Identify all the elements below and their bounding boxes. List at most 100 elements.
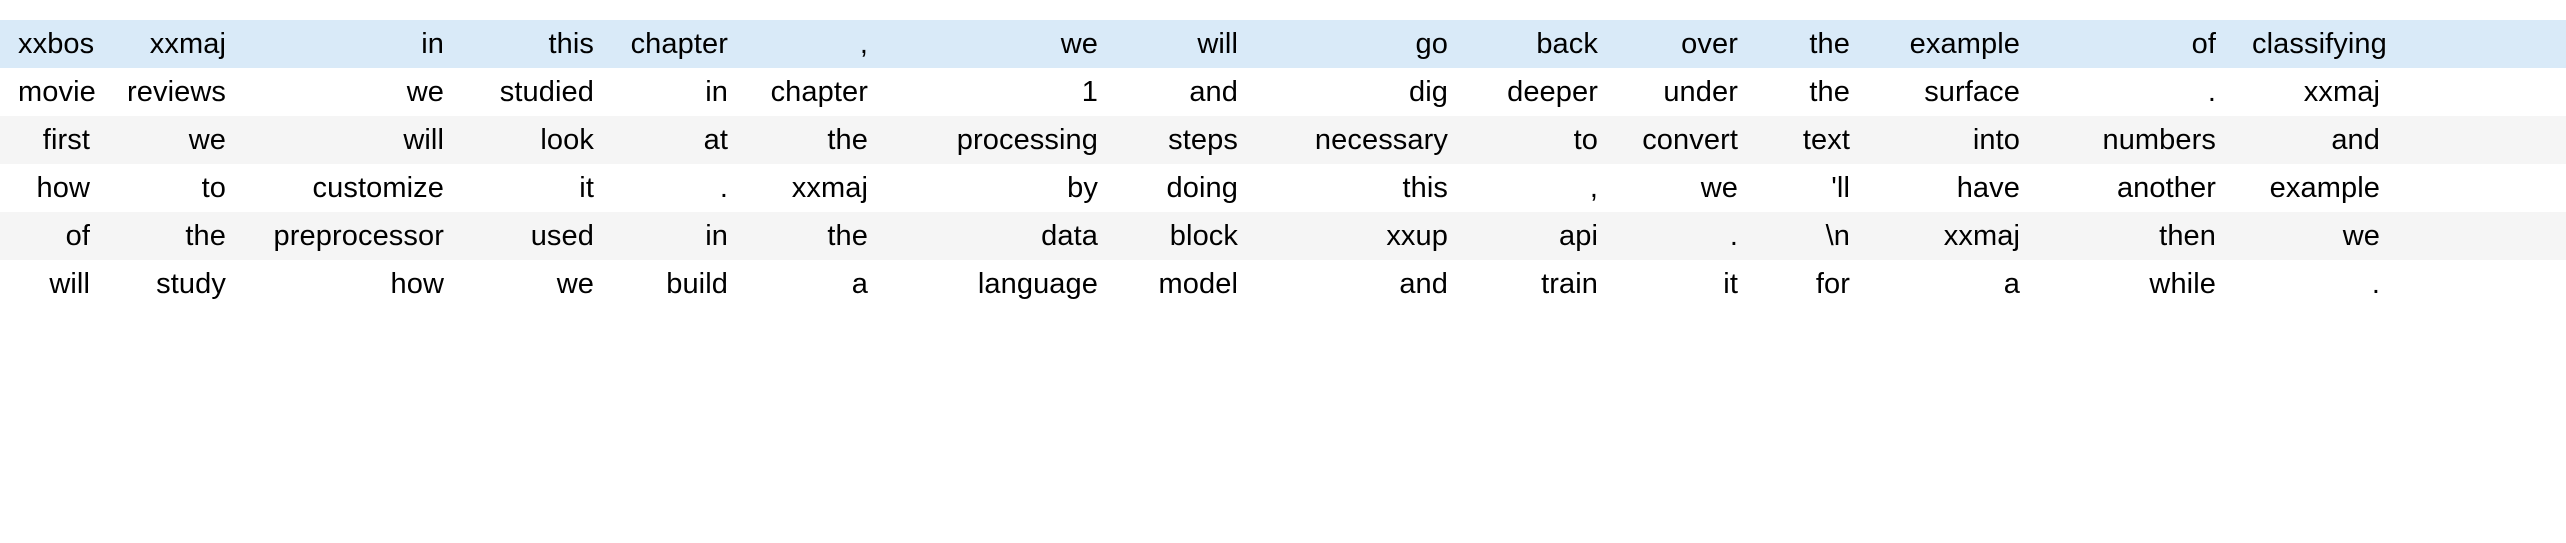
table-cell-token[interactable]: language [886, 260, 1116, 308]
table-cell-token[interactable]: have [1868, 164, 2038, 212]
table-cell-token[interactable]: we [108, 116, 244, 164]
table-cell-token[interactable]: study [108, 260, 244, 308]
table-cell-token[interactable]: in [244, 20, 462, 68]
table-cell-token[interactable]: the [1756, 20, 1868, 68]
table-cell-token[interactable]: dig [1256, 68, 1466, 116]
table-cell-token[interactable]: . [2234, 260, 2398, 308]
table-cell-token[interactable]: we [462, 260, 612, 308]
table-cell-token[interactable] [2398, 116, 2566, 164]
table-cell-token[interactable]: chapter [746, 68, 886, 116]
table-cell-token[interactable]: look [462, 116, 612, 164]
table-cell-token[interactable]: it [1616, 260, 1756, 308]
table-cell-token[interactable]: 'll [1756, 164, 1868, 212]
table-cell-token[interactable]: movie [0, 68, 108, 116]
table-cell-token[interactable]: . [2038, 68, 2234, 116]
table-cell-token[interactable]: xxup [1256, 212, 1466, 260]
table-cell-token[interactable]: how [244, 260, 462, 308]
table-cell-token[interactable]: deeper [1466, 68, 1616, 116]
table-cell-token[interactable]: to [1466, 116, 1616, 164]
table-cell-token[interactable]: a [746, 260, 886, 308]
table-cell-token[interactable]: and [2234, 116, 2398, 164]
table-cell-token[interactable]: we [886, 20, 1116, 68]
table-cell-token[interactable]: the [108, 212, 244, 260]
table-cell-token[interactable]: at [612, 116, 746, 164]
table-cell-token[interactable]: to [108, 164, 244, 212]
table-cell-token[interactable]: convert [1616, 116, 1756, 164]
table-cell-token[interactable]: in [612, 68, 746, 116]
table-cell-token[interactable]: text [1756, 116, 1868, 164]
table-cell-token[interactable]: and [1256, 260, 1466, 308]
table-cell-token[interactable]: , [746, 20, 886, 68]
table-cell-token[interactable]: . [1616, 212, 1756, 260]
table-cell-token[interactable]: studied [462, 68, 612, 116]
table-cell-token[interactable]: another [2038, 164, 2234, 212]
table-cell-token[interactable]: \n [1756, 212, 1868, 260]
table-cell-token[interactable]: of [2038, 20, 2234, 68]
table-cell-token[interactable] [2398, 20, 2566, 68]
table-cell-token[interactable]: . [612, 164, 746, 212]
table-cell-token[interactable]: this [1256, 164, 1466, 212]
table-cell-token[interactable]: how [0, 164, 108, 212]
table-cell-token[interactable] [2398, 68, 2566, 116]
table-cell-token[interactable]: will [1116, 20, 1256, 68]
table-cell-token[interactable]: example [2234, 164, 2398, 212]
table-cell-token[interactable]: data [886, 212, 1116, 260]
table-cell-token[interactable]: processing [886, 116, 1116, 164]
table-cell-token[interactable]: train [1466, 260, 1616, 308]
table-cell-token[interactable]: the [746, 212, 886, 260]
table-cell-token[interactable]: and [1116, 68, 1256, 116]
table-cell-token[interactable] [2398, 260, 2566, 308]
table-cell-token[interactable]: over [1616, 20, 1756, 68]
table-cell-token[interactable]: a [1868, 260, 2038, 308]
table-cell-token[interactable]: will [244, 116, 462, 164]
table-cell-token[interactable]: 1 [886, 68, 1116, 116]
table-cell-token[interactable] [2398, 164, 2566, 212]
table-cell-token[interactable]: steps [1116, 116, 1256, 164]
table-cell-token[interactable]: first [0, 116, 108, 164]
table-cell-token[interactable]: xxmaj [2234, 68, 2398, 116]
table-cell-token[interactable]: then [2038, 212, 2234, 260]
table-cell-token[interactable]: xxmaj [746, 164, 886, 212]
table-cell-token[interactable]: used [462, 212, 612, 260]
table-cell-token[interactable]: into [1868, 116, 2038, 164]
table-cell-token[interactable]: we [1616, 164, 1756, 212]
table-cell-token[interactable]: example [1868, 20, 2038, 68]
table-cell-token[interactable]: preprocessor [244, 212, 462, 260]
table-cell-token[interactable]: model [1116, 260, 1256, 308]
table-cell-token[interactable]: necessary [1256, 116, 1466, 164]
table-cell-token[interactable]: api [1466, 212, 1616, 260]
table-cell-token[interactable]: in [612, 212, 746, 260]
table-cell-token[interactable]: reviews [108, 68, 244, 116]
table-cell-token[interactable] [2398, 212, 2566, 260]
table-cell-token[interactable]: doing [1116, 164, 1256, 212]
table-cell-token[interactable]: build [612, 260, 746, 308]
table-cell-token[interactable]: , [1466, 164, 1616, 212]
table-cell-token[interactable]: block [1116, 212, 1256, 260]
table-cell-token[interactable]: of [0, 212, 108, 260]
table-cell-token[interactable]: classifying [2234, 20, 2398, 68]
table-cell-token[interactable]: xxmaj [1868, 212, 2038, 260]
table-cell-token[interactable]: go [1256, 20, 1466, 68]
table-cell-token[interactable]: back [1466, 20, 1616, 68]
table-cell-token[interactable]: chapter [612, 20, 746, 68]
table-cell-token[interactable]: while [2038, 260, 2234, 308]
table-cell-token[interactable]: xxmaj [108, 20, 244, 68]
table-cell-token[interactable]: by [886, 164, 1116, 212]
table-cell-token[interactable]: for [1756, 260, 1868, 308]
table-cell-token[interactable]: the [746, 116, 886, 164]
table-cell-token[interactable]: we [244, 68, 462, 116]
table-cell-token[interactable]: surface [1868, 68, 2038, 116]
table-cell-token[interactable]: under [1616, 68, 1756, 116]
table-cell-token[interactable]: customize [244, 164, 462, 212]
table-cell-token[interactable]: xxbos [0, 20, 108, 68]
table-cell-token[interactable]: numbers [2038, 116, 2234, 164]
table-cell-token[interactable]: it [462, 164, 612, 212]
table-cell-token[interactable]: this [462, 20, 612, 68]
table-cell-token[interactable]: will [0, 260, 108, 308]
